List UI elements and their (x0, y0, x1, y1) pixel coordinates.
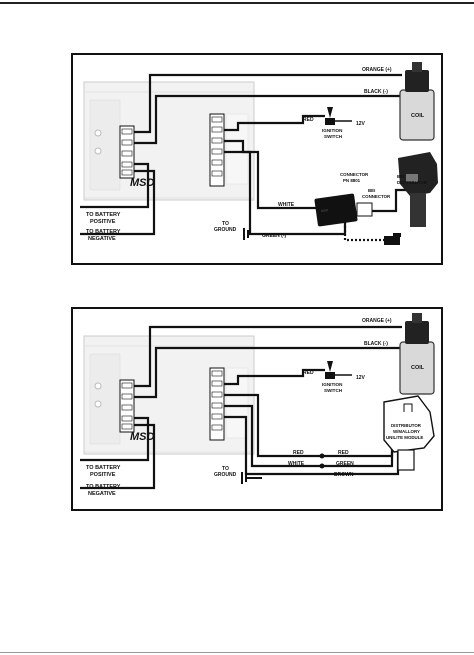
diagram-1-bei-distributor-icon (398, 152, 438, 227)
page-top-rule (0, 2, 474, 4)
diagram-1-frame (71, 53, 443, 265)
diagram-2-wire-orange: ORANGE (+) (362, 318, 392, 324)
diagram-2-voltage: 12V (356, 375, 366, 381)
diagram-2-battery-neg-2: NEGATIVE (88, 491, 116, 497)
diagram-1-wire-orange: ORANGE (+) (362, 67, 392, 73)
diagram-1-battery-pos-2: POSITIVE (90, 219, 116, 225)
diagram-2-distributor-label-3: UNILITE MODULE (386, 435, 423, 440)
diagram-2-switch-label-1: IGNITION (322, 382, 343, 387)
diagram-1-switch-label-2: SWITCH (324, 134, 343, 139)
diagram-1-wire-red: RED (303, 117, 314, 123)
diagram-2-switch-label-2: SWITCH (324, 388, 343, 393)
diagram-2-wire-red-left: RED (293, 450, 304, 456)
diagram-1-switch-label-1: IGNITION (322, 128, 343, 133)
diagram-1-battery-pos-1: TO BATTERY (86, 212, 121, 218)
diagram-1-connector-8801: MSD (314, 193, 373, 227)
diagram-2-distributor-label-1: DISTRIBUTOR (391, 423, 422, 428)
diagram-1-connector-label-2: PN 8801 (343, 178, 361, 183)
diagram-2-coil (399, 313, 435, 395)
diagram-1-bei-connector-label-2: CONNECTOR (362, 194, 391, 199)
diagram-2-battery-neg-1: TO BATTERY (86, 484, 121, 490)
diagram-2-wire-green: GREEN (336, 461, 354, 467)
diagram-1-ground-label-2: GROUND (214, 227, 237, 233)
diagram-1-ground-icon (243, 228, 262, 240)
diagram-2-msd-logo: MSD (130, 431, 155, 443)
diagram-2-ground-label-1: TO (222, 466, 229, 472)
diagram-2-coil-label: COIL (411, 365, 425, 371)
diagram-1-connector-label-1: CONNECTOR (340, 172, 369, 177)
diagram-2-distributor-icon (383, 395, 435, 471)
diagram-2-ground-icon (241, 472, 262, 484)
diagram-2: MSD COIL IGNITION SWITC (71, 307, 443, 511)
diagram-1-msd-logo: MSD (130, 177, 155, 189)
diagram-1-bei-connector-label-1: BEI (368, 188, 375, 193)
diagram-1-ground-label-1: TO (222, 221, 229, 227)
diagram-1-wire-green: GREEN (-) (262, 233, 287, 239)
diagram-1-plug-icon (384, 233, 401, 245)
diagram-2-wire-brown: BROWN (334, 472, 354, 478)
diagram-1-coil-label: COIL (411, 113, 425, 119)
diagram-2-battery-pos-2: POSITIVE (90, 472, 116, 478)
diagram-1-wire-white: WHITE (278, 202, 295, 208)
diagram-2-distributor-label-2: W/MALLORY (393, 429, 420, 434)
diagram-1-battery-neg-2: NEGATIVE (88, 236, 116, 242)
diagram-2-frame (71, 307, 443, 511)
diagram-1-ignition-switch-icon (325, 107, 352, 125)
diagram-2-wire-black: BLACK (-) (364, 341, 388, 347)
diagram-1-battery-neg-1: TO BATTERY (86, 229, 121, 235)
diagram-2-battery-pos-1: TO BATTERY (86, 465, 121, 471)
diagram-1-distributor-label-2: DISTRIBUTOR (397, 180, 428, 185)
diagram-2-ground-label-2: GROUND (214, 472, 237, 478)
diagram-1-wires (80, 73, 412, 242)
diagram-2-wires (80, 325, 402, 490)
diagram-2-wire-white: WHITE (288, 461, 305, 467)
diagram-2-ignition-switch-icon (325, 361, 352, 379)
diagram-1-coil (399, 62, 435, 141)
diagram-2-wire-red-switch: RED (303, 370, 314, 376)
diagram-2-wire-red-right: RED (338, 450, 349, 456)
diagram-1-distributor-label-1: BEI (397, 174, 404, 179)
diagram-1-wire-black: BLACK (-) (364, 89, 388, 95)
page-bottom-rule (0, 652, 474, 653)
svg-text:MSD: MSD (321, 208, 329, 213)
diagram-1-voltage: 12V (356, 121, 366, 127)
diagram-1: MSD COIL IGNITION SWITCH 1 (71, 53, 443, 265)
